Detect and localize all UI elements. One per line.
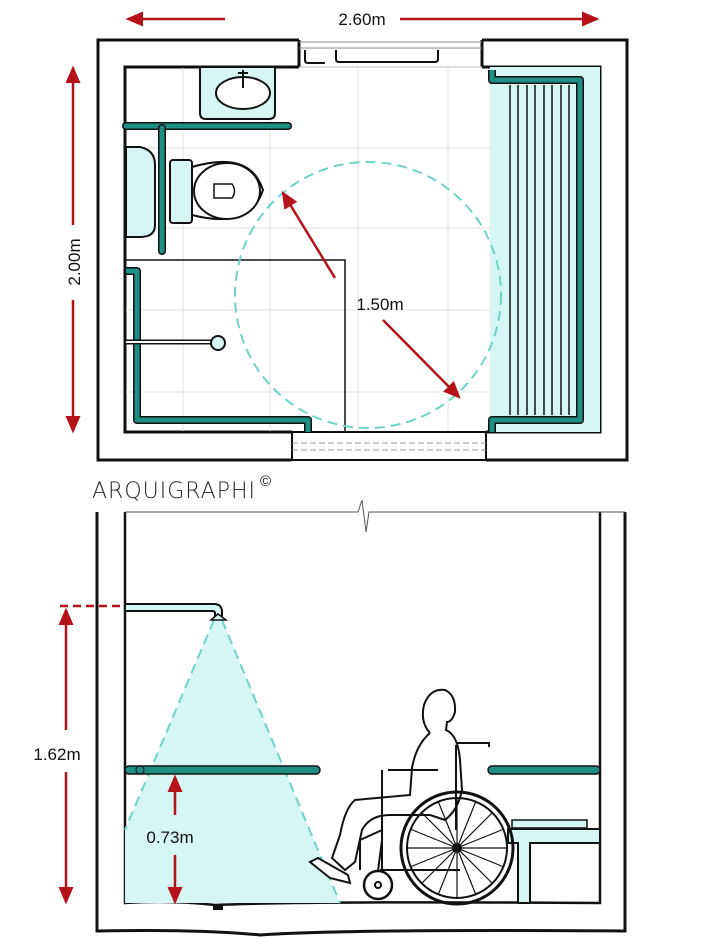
shower-spray	[125, 620, 340, 903]
outer-wall-section	[95, 512, 627, 937]
turning-circle	[234, 161, 502, 429]
grab-bar-right	[487, 765, 601, 775]
shower-area-outline	[126, 259, 346, 432]
floor-plan: 1.50m 2.60m 2.00m	[65, 10, 629, 462]
door-opening	[292, 430, 486, 462]
bench	[507, 819, 601, 904]
logo: ARQUIGRAPHI	[92, 479, 256, 504]
width-label: 2.60m	[338, 10, 385, 29]
grab-bar-height-label: 0.73m	[146, 828, 193, 847]
shower-grab-bar	[126, 268, 311, 432]
radius-arrow	[281, 190, 337, 279]
depth-label: 2.00m	[65, 238, 84, 285]
grab-bar-left	[124, 765, 321, 775]
break-line	[125, 499, 625, 533]
shower-drain	[210, 335, 226, 351]
shower-head	[124, 603, 223, 617]
shower-bench	[488, 67, 600, 432]
turning-circle-label: 1.50m	[356, 295, 403, 314]
copyright-symbol: ©	[260, 473, 271, 490]
wheelchair-user	[308, 688, 515, 906]
toilet	[125, 146, 265, 238]
sink	[199, 66, 276, 120]
elevation-section: 1.62m 0.73m	[33, 499, 627, 937]
shower-height-label: 1.62m	[33, 745, 80, 764]
tile-grid	[126, 68, 490, 431]
floor-drain	[213, 904, 223, 910]
window-opening	[299, 38, 482, 69]
